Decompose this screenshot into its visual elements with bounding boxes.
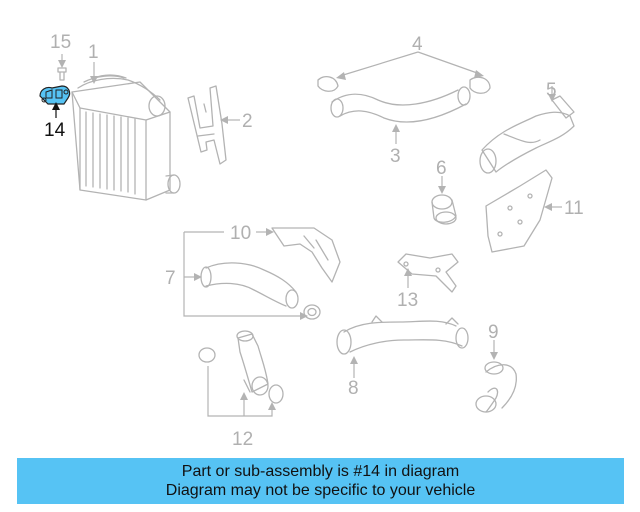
part-9-elbow[interactable] — [475, 361, 517, 413]
part-13-bracket[interactable] — [397, 253, 459, 293]
banner-line-part: Part or sub-assembly is #14 in diagram — [181, 463, 460, 480]
part-12-hose[interactable] — [198, 330, 284, 404]
callout-12: 12 — [232, 429, 253, 450]
part-1-intercooler[interactable] — [71, 74, 181, 201]
callout-7: 7 — [165, 268, 176, 289]
leader-lines — [52, 51, 562, 417]
part-14-highlighted[interactable] — [39, 85, 71, 105]
part-3-pipe[interactable] — [330, 86, 471, 123]
callout-6: 6 — [436, 158, 447, 179]
callout-4: 4 — [412, 34, 423, 55]
part-11-shield[interactable] — [485, 169, 553, 253]
callout-9: 9 — [488, 322, 499, 343]
part-10-bracket[interactable] — [271, 227, 341, 283]
banner-line-disclaimer: Diagram may not be specific to your vehi… — [165, 482, 476, 499]
part-2-bracket[interactable] — [187, 85, 227, 165]
part-5-duct[interactable] — [479, 95, 575, 174]
callout-3: 3 — [390, 146, 401, 167]
part-15-bolt[interactable] — [57, 67, 67, 81]
callout-14: 14 — [44, 120, 66, 141]
callout-8: 8 — [348, 378, 359, 399]
callout-5: 5 — [546, 80, 557, 101]
part-6-sleeve[interactable] — [431, 194, 457, 225]
callout-15: 15 — [50, 32, 71, 53]
info-banner: Part or sub-assembly is #14 in diagram D… — [17, 458, 624, 504]
part-4-clamps[interactable] — [317, 75, 491, 94]
callout-13: 13 — [397, 290, 418, 311]
parts-diagram: 1 2 3 4 5 6 7 8 9 10 11 12 13 14 15 — [39, 32, 584, 450]
part-8-pipe[interactable] — [336, 315, 469, 355]
callout-1: 1 — [88, 42, 99, 63]
callout-10: 10 — [230, 223, 251, 244]
callout-labels: 1 2 3 4 5 6 7 8 9 10 11 12 13 14 15 — [44, 32, 584, 450]
part-7-hose[interactable] — [200, 262, 321, 320]
callout-11: 11 — [564, 198, 584, 219]
callout-2: 2 — [242, 111, 253, 132]
